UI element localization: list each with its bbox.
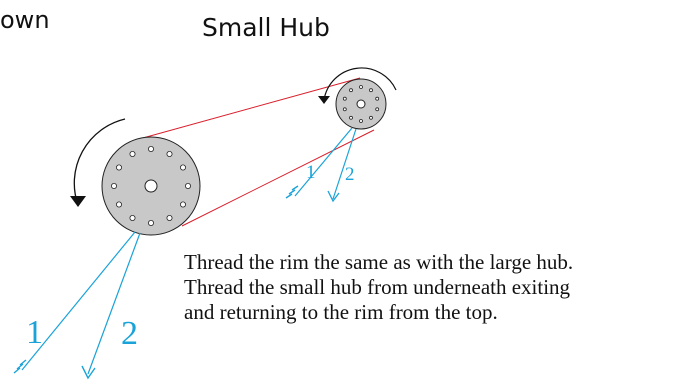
- large-hub-spokes: 1 2: [13, 231, 141, 380]
- small-hub-spoke-hole: [342, 96, 347, 101]
- large-spoke-1: [21, 231, 136, 371]
- large-hub-spoke-hole: [184, 182, 191, 189]
- large-hub-spoke-hole: [129, 150, 136, 157]
- small-hub-spoke-hole: [375, 96, 380, 101]
- large-spoke-label-2: 2: [121, 315, 138, 352]
- large-hub-spoke-hole: [111, 182, 118, 189]
- caption-line-2: Thread the small hub from underneath exi…: [184, 275, 571, 299]
- small-hub-rotation-arc: [323, 67, 397, 101]
- large-spoke-1-fletching: [13, 359, 27, 374]
- large-hub-spoke-hole: [147, 219, 154, 226]
- large-hub-spoke-hole: [179, 164, 186, 171]
- large-hub-spoke-hole: [179, 201, 186, 208]
- heading-left: own: [0, 6, 50, 34]
- instruction-caption: Thread the rim the same as with the larg…: [184, 250, 684, 325]
- small-hub-axle-hole: [356, 99, 366, 109]
- small-spoke-label-2: 2: [345, 164, 355, 185]
- small-hub-rotation-arrowhead: [318, 96, 330, 104]
- caption-line-1: Thread the rim the same as with the larg…: [184, 250, 574, 274]
- small-spoke-2-arrowhead: [327, 190, 340, 203]
- tangent-line-top: [131, 77, 361, 142]
- large-hub: [101, 136, 201, 236]
- large-hub-rotation-arrowhead: [70, 196, 86, 207]
- small-hub-spoke-hole: [369, 88, 373, 93]
- caption-line-3: and returning to the rim from the top.: [184, 300, 498, 324]
- large-hub-spoke-hole: [116, 201, 123, 208]
- small-hub-spokes: 1 2: [285, 127, 357, 203]
- large-spoke-2-arrowhead: [81, 365, 96, 380]
- tangent-line-bottom: [181, 129, 375, 227]
- large-hub-spoke-holes: [111, 145, 191, 226]
- small-hub-spoke-holes: [342, 85, 380, 123]
- large-spoke-2: [87, 232, 141, 375]
- small-hub-spoke-hole: [369, 115, 373, 120]
- small-hub-spoke-hole: [375, 107, 380, 112]
- small-hub-spoke-hole: [359, 119, 363, 123]
- small-hub-spoke-hole: [342, 107, 347, 112]
- large-hub-spoke-hole: [166, 150, 173, 157]
- small-spoke-1-fletching: [285, 185, 299, 199]
- small-hub: [335, 78, 387, 130]
- large-hub-spoke-hole: [166, 214, 173, 221]
- small-hub-spoke-hole: [349, 115, 353, 120]
- large-hub-rotation-arc: [73, 118, 126, 206]
- large-spoke-label-1: 1: [26, 314, 43, 351]
- large-hub-spoke-hole: [116, 164, 123, 171]
- large-hub-axle-hole: [144, 179, 158, 193]
- small-spoke-2: [332, 128, 357, 200]
- large-hub-spoke-hole: [147, 145, 154, 152]
- small-hub-spoke-hole: [359, 85, 363, 89]
- heading-small-hub: Small Hub: [202, 13, 330, 42]
- small-hub-spoke-hole: [349, 88, 353, 93]
- small-spoke-label-1: 1: [306, 162, 316, 183]
- large-hub-spoke-hole: [129, 214, 136, 221]
- small-spoke-1: [294, 127, 353, 197]
